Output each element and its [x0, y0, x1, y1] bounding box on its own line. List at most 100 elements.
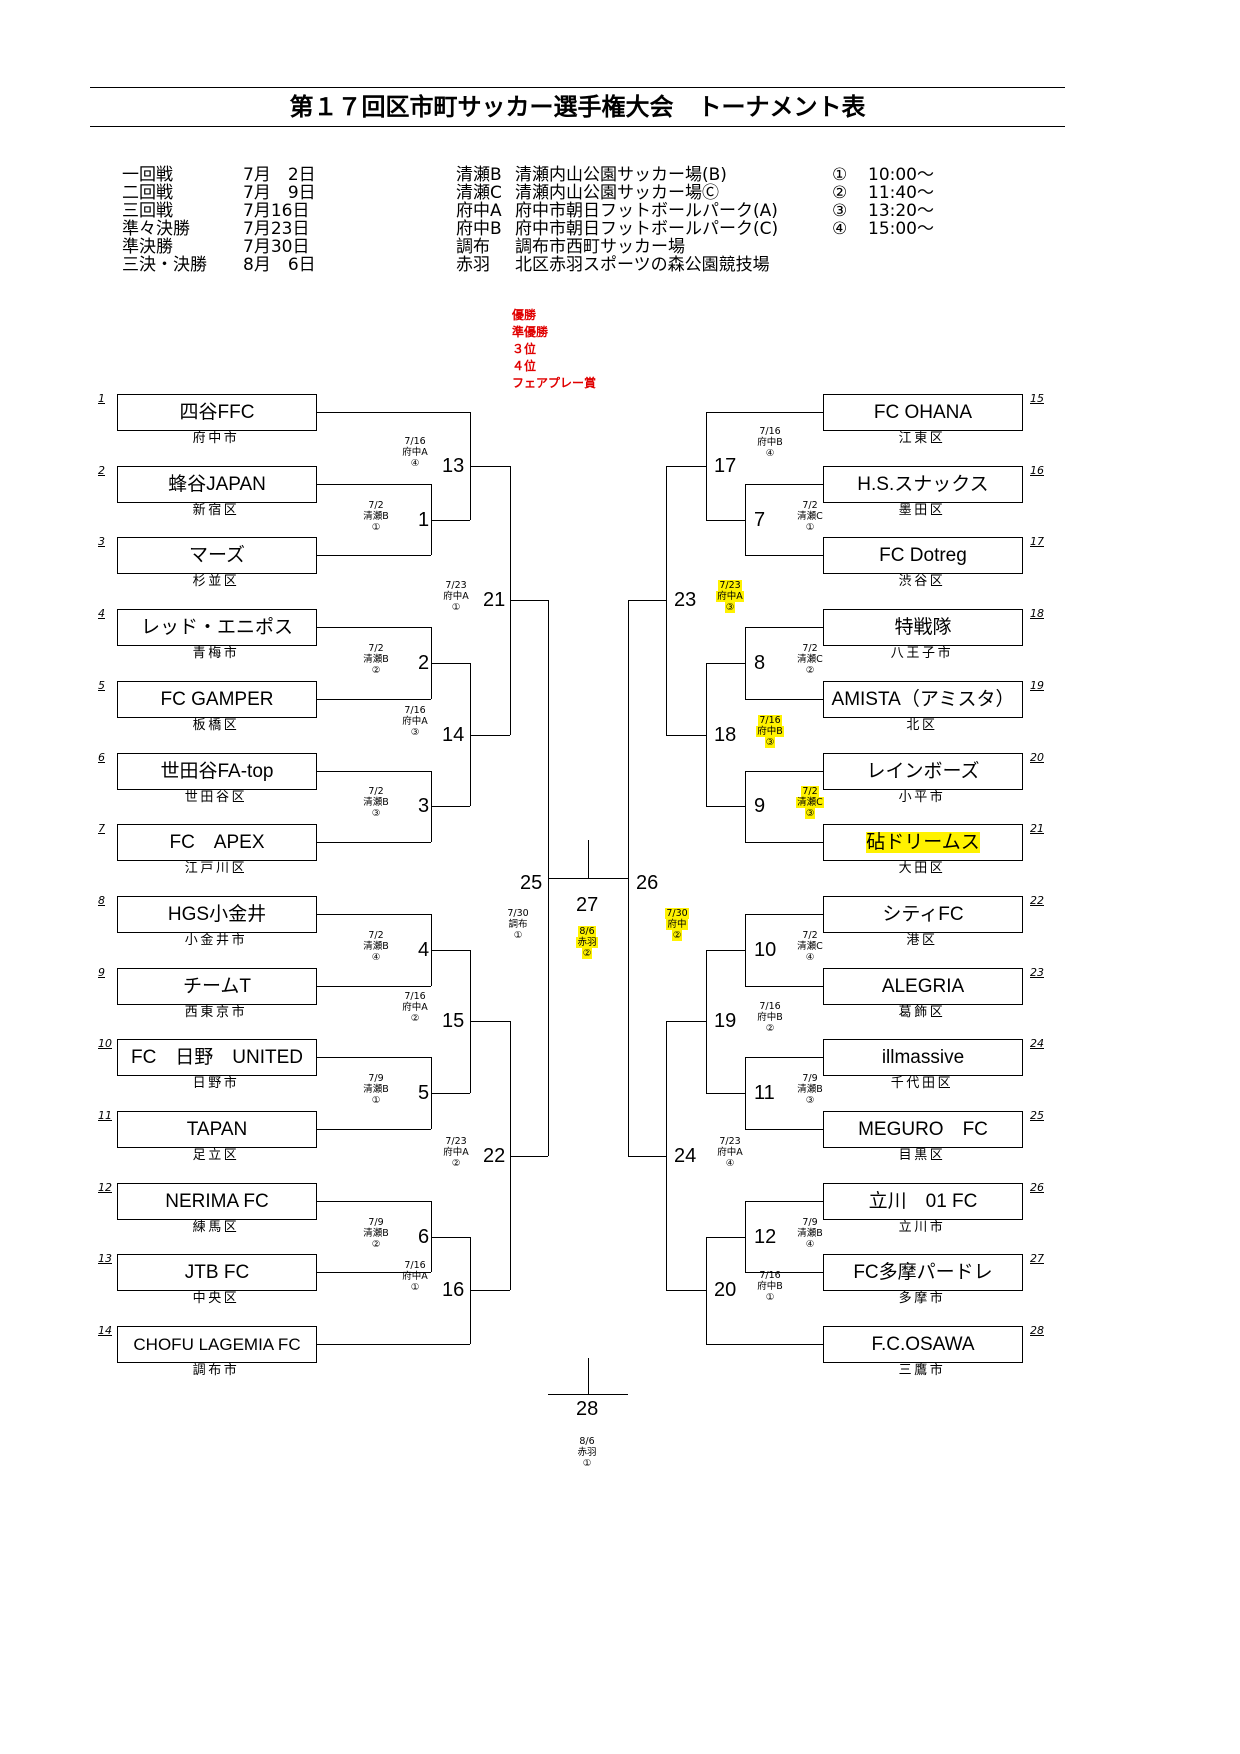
match-info-text: 7/2	[802, 929, 818, 941]
page-title: 第１７回区市町サッカー選手権大会 トーナメント表	[90, 87, 1065, 127]
bracket-line	[316, 913, 431, 915]
match-info-line: ③	[780, 808, 840, 820]
match-info-line: ④	[740, 448, 800, 459]
team-area: 足立区	[192, 1148, 240, 1163]
bracket-line	[745, 1200, 823, 1202]
bracket-line	[316, 842, 431, 844]
match-info-line: ④	[780, 1239, 840, 1250]
match-info-text: 7/9	[368, 1073, 384, 1085]
award-label: ４位	[512, 359, 537, 373]
match-info-line: 7/16	[740, 1001, 800, 1012]
match-info-text: 府中B	[757, 1012, 783, 1024]
match-info-line: 府中A	[426, 1147, 486, 1158]
match-number: 7	[754, 508, 766, 531]
match-info-text: 7/16	[759, 425, 781, 437]
match-number: 21	[483, 589, 506, 612]
bracket-line	[706, 949, 745, 951]
match-number: 14	[442, 723, 465, 746]
venue-name: 府中市朝日フットボールパーク(C)	[515, 219, 779, 239]
team-seed-number: 20	[1030, 750, 1044, 764]
match-info-line: 7/16	[385, 705, 445, 716]
team-name-box: 砧ドリームス	[823, 824, 1023, 862]
bracket-line	[316, 555, 431, 557]
team-area: 北区	[906, 717, 938, 733]
match-info-line: ④	[385, 458, 445, 469]
bracket-line	[316, 412, 470, 413]
match-number: 23	[674, 589, 697, 612]
match-info-text: ④	[805, 951, 815, 963]
team-name-box: H.S.スナックス	[823, 465, 1023, 503]
team-seed-number: 7	[98, 822, 105, 836]
match-number: 13	[442, 454, 465, 477]
match-info-line: 7/16	[385, 436, 445, 447]
match-info-line: 7/2	[780, 643, 840, 654]
match-number: 20	[714, 1279, 737, 1302]
bracket-line	[431, 483, 432, 556]
team-seed-number: 27	[1030, 1252, 1044, 1266]
award-label: 優勝	[512, 308, 537, 322]
team-area: 港区	[906, 932, 938, 948]
match-info-text: 赤羽	[576, 937, 598, 949]
match-info-line: 調布	[488, 919, 548, 930]
bracket-line	[745, 483, 746, 556]
match-info-text: 7/23	[719, 1135, 741, 1147]
bracket-line	[745, 913, 823, 915]
match-number: 12	[754, 1225, 777, 1248]
venue-code: 府中A	[456, 201, 502, 221]
bracket-line	[745, 1272, 823, 1274]
match-info-text: 府中A	[402, 446, 428, 458]
match-info-line: 府中A	[385, 1271, 445, 1282]
round-name: 準々決勝	[122, 219, 190, 239]
bracket-line	[745, 913, 746, 986]
team-name-box: 蜂谷JAPAN	[117, 465, 317, 503]
match-info-line: 8/6	[557, 1436, 617, 1447]
round-name: 一回戦	[122, 165, 173, 185]
match-info-line: ②	[385, 1013, 445, 1024]
match-info-line: 府中A	[385, 716, 445, 727]
match-info-text: ④	[765, 447, 775, 459]
venue-code: 調布	[456, 237, 490, 257]
match-info-line: 7/2	[780, 930, 840, 941]
match-info-text: ①	[410, 1282, 420, 1294]
team-seed-number: 21	[1030, 822, 1044, 836]
team-area: 千代田区	[890, 1076, 954, 1092]
team-name-box: FC Dotreg	[823, 537, 1023, 575]
team-seed-number: 23	[1030, 965, 1044, 979]
team-area: 府中市	[192, 431, 240, 446]
match-info-line: 7/2	[346, 786, 406, 797]
team-seed-number: 4	[98, 607, 105, 621]
match-number: 4	[418, 938, 430, 961]
bracket-line	[316, 1057, 431, 1059]
match-info-text: ②	[410, 1013, 420, 1025]
match-info-text: 清瀬C	[797, 940, 823, 952]
team-seed-number: 6	[98, 750, 105, 764]
team-name-box: illmassive	[823, 1039, 1023, 1077]
match-info-line: ④	[346, 952, 406, 963]
team-name-box: ALEGRIA	[823, 967, 1023, 1005]
match-info-text: 7/9	[802, 1216, 818, 1228]
venue-name: 清瀬内山公園サッカー場(B)	[515, 165, 727, 185]
match-info-line: 清瀬C	[780, 511, 840, 522]
time-slot-number: ③	[832, 201, 848, 221]
match-number: 8	[754, 651, 766, 674]
match-info-line: 府中A	[426, 591, 486, 602]
match-info-text: 府中B	[757, 1281, 783, 1293]
match-info-line: ①	[346, 1095, 406, 1106]
venue-code: 赤羽	[456, 255, 490, 275]
match-info-line: 府中B	[740, 725, 800, 737]
match-info-text: ③	[410, 726, 420, 738]
team-seed-number: 3	[98, 535, 105, 549]
team-name-box: TAPAN	[117, 1111, 317, 1148]
match-info-line: 府中B	[740, 1281, 800, 1292]
match-info-text: 清瀬B	[363, 510, 389, 522]
team-name-box: レッド・エニポス	[117, 609, 317, 647]
time-slot-number: ①	[832, 165, 848, 185]
match-info-line: ②	[346, 665, 406, 676]
